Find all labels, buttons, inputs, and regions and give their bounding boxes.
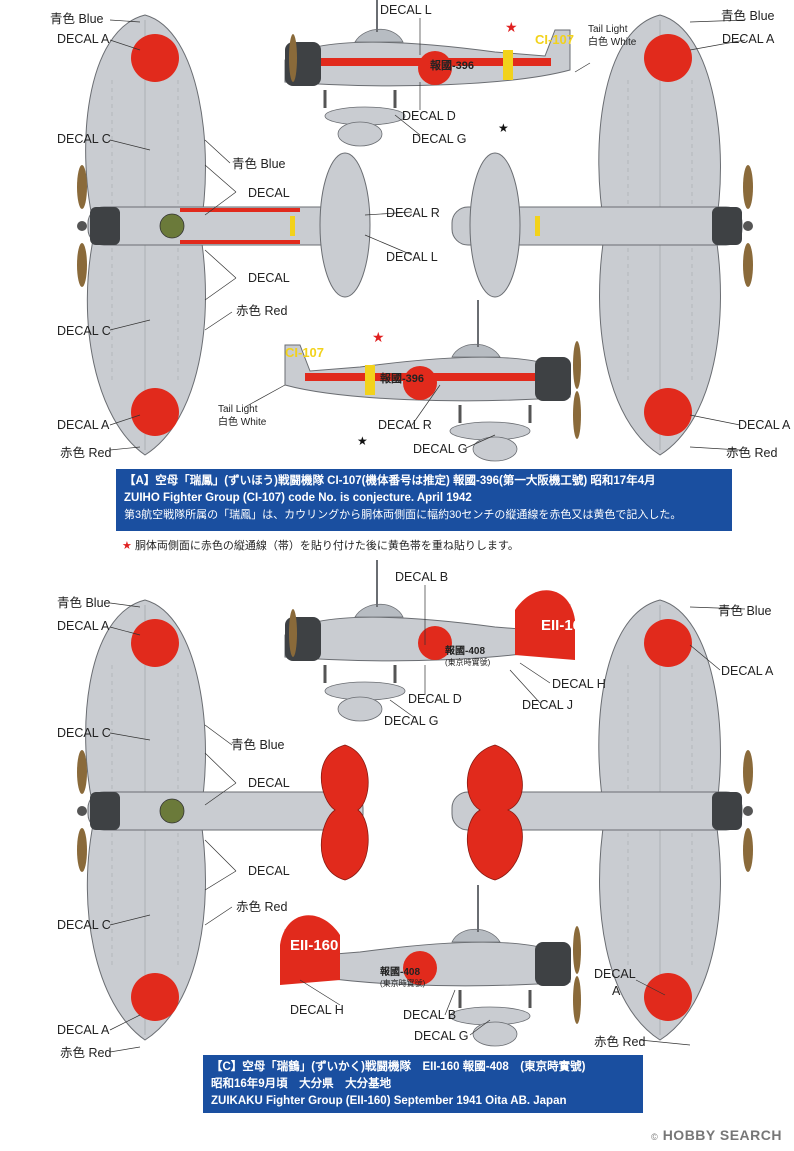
label-c-red-mid: 赤色 Red bbox=[236, 900, 288, 914]
label-a-tail-light-2: Tail Light bbox=[218, 404, 258, 415]
label-c-decal-j: DECAL J bbox=[522, 698, 573, 712]
a-yellow-band-planform-r bbox=[535, 216, 540, 236]
label-a-right-red-bottom: 赤色 Red bbox=[726, 446, 778, 460]
label-c-right-decal-a-b2: A bbox=[612, 984, 621, 998]
a-hokoku-top: 報國-396 bbox=[430, 58, 474, 72]
label-a-decal-l-mid: DECAL L bbox=[386, 250, 438, 264]
label-a-decal-c-1: DECAL C bbox=[57, 132, 111, 146]
label-c-decal-b-top: DECAL B bbox=[395, 570, 449, 584]
label-c-right-red-bottom: 赤色 Red bbox=[594, 1035, 646, 1049]
copyright-icon: © bbox=[651, 1132, 659, 1142]
caption-c: 【C】空母「瑞鶴」(ずいかく)戦闘機隊 EII-160 報國-408 (東京時實… bbox=[203, 1055, 643, 1113]
label-c-red-bottom: 赤色 Red bbox=[60, 1046, 112, 1060]
c-tailplane-left bbox=[321, 744, 369, 881]
label-c-decal-g-2: DECAL G bbox=[414, 1029, 469, 1043]
label-a-blue-tl: 青色 Blue bbox=[50, 12, 104, 26]
label-a-tail-white: 白色 White bbox=[588, 37, 637, 48]
a-tailplane-right bbox=[469, 152, 521, 298]
label-a-right-decal-a: DECAL A bbox=[722, 32, 775, 46]
label-c-decal-h-top: DECAL H bbox=[552, 677, 606, 691]
caption-a-line2: ZUIHO Fighter Group (CI-107) code No. is… bbox=[124, 492, 472, 504]
label-c-decal-a-tl: DECAL A bbox=[57, 619, 110, 633]
label-a-blue-mid: 青色 Blue bbox=[232, 157, 286, 171]
a-hokoku-bottom: 報國-396 bbox=[380, 371, 424, 385]
label-a-decal-g-top: DECAL G bbox=[412, 132, 467, 146]
watermark-brand: HOBBY SEARCH bbox=[662, 1127, 782, 1143]
label-a-decal-d: DECAL D bbox=[402, 109, 456, 123]
label-a-decal-l-top: DECAL L bbox=[380, 3, 432, 17]
label-a-right-decal-a-bottom: DECAL A bbox=[738, 418, 791, 432]
label-a-decal-a-tl: DECAL A bbox=[57, 32, 110, 46]
label-a-tail-light: Tail Light bbox=[588, 24, 628, 35]
c-hokoku-bottom: 報國-408 bbox=[380, 965, 420, 978]
a-red-star-bottom: ★ bbox=[372, 330, 385, 346]
c-hokoku-top: 報國-408 bbox=[445, 644, 485, 657]
label-c-right-decal-a: DECAL A bbox=[721, 664, 774, 678]
label-c-decal-b-2: DECAL B bbox=[403, 1008, 457, 1022]
a-yellow-band-planform bbox=[290, 216, 295, 236]
caption-a-line1: 【A】空母「瑞鳳」(ずいほう)戦闘機隊 CI-107(機体番号は推定) 報國-3… bbox=[124, 475, 656, 487]
label-a-tail-white-2: 白色 White bbox=[218, 417, 267, 428]
label-a-decal-c-2: DECAL C bbox=[57, 324, 111, 338]
label-a-red-mid: 赤色 Red bbox=[236, 304, 288, 318]
c-sub-bottom: (東京時實號) bbox=[380, 978, 426, 988]
label-c-decal-c-1: DECAL C bbox=[57, 726, 111, 740]
label-c-blue-tl: 青色 Blue bbox=[57, 596, 111, 610]
c-tailplane-right bbox=[466, 744, 523, 881]
label-a-decal-r: DECAL R bbox=[386, 206, 440, 220]
a-red-star-top: ★ bbox=[505, 20, 518, 36]
c-code-top: EII-160 bbox=[541, 617, 589, 634]
label-c-decal-a-bottom: DECAL A bbox=[57, 1023, 110, 1037]
label-c-decal-h-2: DECAL H bbox=[290, 1003, 344, 1017]
c-side-top bbox=[283, 558, 575, 723]
caption-c-line3: ZUIKAKU Fighter Group (EII-160) Septembe… bbox=[211, 1095, 567, 1107]
caption-c-line1: 【C】空母「瑞鶴」(ずいかく)戦闘機隊 EII-160 報國-408 (東京時實… bbox=[211, 1061, 586, 1073]
label-c-right-blue: 青色 Blue bbox=[718, 604, 772, 618]
a-side-bottom bbox=[283, 298, 583, 463]
a-tailplane-left bbox=[319, 152, 371, 298]
a-code-top: CI-107 bbox=[535, 32, 574, 47]
caption-c-line2: 昭和16年9月頃 大分県 大分基地 bbox=[211, 1078, 392, 1090]
a-side-top bbox=[283, 0, 572, 148]
label-c-decal-2: DECAL bbox=[248, 864, 290, 878]
a-code-bottom: CI-107 bbox=[285, 345, 324, 360]
note-a-text: 胴体両側面に赤色の縦通線（帯）を貼り付けた後に黄色帯を重ね貼りします。 bbox=[134, 540, 519, 552]
caption-a-line3: 第3航空戦隊所属の「瑞鳳」は、カウリングから胴体両側面に幅約30センチの縦通線を… bbox=[124, 509, 682, 521]
label-a-red-bottom: 赤色 Red bbox=[60, 446, 112, 460]
label-c-decal-1: DECAL bbox=[248, 776, 290, 790]
label-c-blue-mid: 青色 Blue bbox=[231, 738, 285, 752]
caption-a: 【A】空母「瑞鳳」(ずいほう)戦闘機隊 CI-107(機体番号は推定) 報國-3… bbox=[116, 469, 732, 531]
label-c-decal-d: DECAL D bbox=[408, 692, 462, 706]
a-black-star-bottom: ★ bbox=[357, 434, 368, 448]
label-c-right-decal-a-b1: DECAL bbox=[594, 967, 636, 981]
label-a-decal-g-2: DECAL G bbox=[413, 442, 468, 456]
c-side-bottom bbox=[280, 883, 583, 1048]
c-code-bottom: EII-160 bbox=[290, 937, 338, 954]
label-a-decal-2: DECAL bbox=[248, 271, 290, 285]
label-a-decal-a-bottom: DECAL A bbox=[57, 418, 110, 432]
label-a-right-blue: 青色 Blue bbox=[721, 9, 775, 23]
label-c-decal-g-top: DECAL G bbox=[384, 714, 439, 728]
section-a-drawings: ★ ★ ★ ★ CI-107 報國-396 CI-107 報國-396 bbox=[76, 0, 754, 463]
a-black-star-top: ★ bbox=[498, 121, 509, 135]
label-c-decal-c-2: DECAL C bbox=[57, 918, 111, 932]
section-c-drawings: EII-160 報國-408 (東京時實號) EII-160 報國-408 (東… bbox=[76, 558, 754, 1053]
hobby-search-watermark: © HOBBY SEARCH bbox=[651, 1127, 782, 1143]
c-sub-top: (東京時實號) bbox=[445, 657, 491, 667]
label-a-decal-r-2: DECAL R bbox=[378, 418, 432, 432]
red-star-icon: ★ bbox=[122, 540, 132, 552]
note-a: ★ 胴体両側面に赤色の縦通線（帯）を貼り付けた後に黄色帯を重ね貼りします。 bbox=[122, 537, 519, 553]
label-a-decal-1: DECAL bbox=[248, 186, 290, 200]
